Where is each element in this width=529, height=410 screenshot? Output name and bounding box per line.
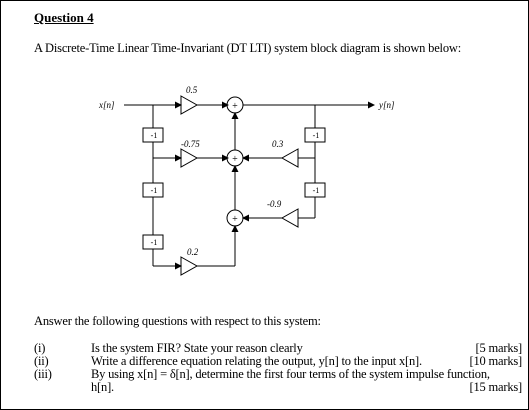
block-diagram: -1 -1 -1 -1 -1 + + + x[n] y[n] 0.5 -0.75… [98, 85, 395, 276]
gain-b3-label: 0.2 [187, 247, 199, 257]
answer-prompt: Answer the following questions with resp… [34, 314, 321, 328]
adder-top [226, 96, 244, 114]
delay-label: -1 [151, 186, 158, 195]
delay-label: -1 [151, 131, 158, 140]
adder-plus: + [232, 154, 238, 165]
gain-b1-triangle [180, 148, 199, 168]
delay-box-left-3 [142, 234, 164, 250]
question-item: (iii) By using x[n] = δ[n], determine th… [34, 368, 522, 381]
gain-b0-triangle [180, 95, 199, 115]
adder-plus: + [232, 101, 238, 112]
question-number: (iii) [34, 367, 52, 381]
delay-box-right-2 [304, 182, 326, 198]
question-item: (ii) Write a difference equation relatin… [34, 355, 522, 368]
gain-a2-label: -0.9 [267, 199, 282, 209]
adder-middle [226, 149, 244, 167]
question-item: (i) Is the system FIR? State your reason… [34, 342, 522, 355]
question-continuation: h[n]. [91, 380, 114, 394]
question-marks: [15 marks] [469, 380, 523, 394]
delay-box-left-1 [142, 127, 164, 143]
gain-b0-label: 0.5 [186, 85, 198, 95]
question-list: (i) Is the system FIR? State your reason… [34, 342, 522, 394]
adder-bottom [226, 209, 244, 227]
input-label: x[n] [98, 100, 115, 110]
question-text: By using x[n] = δ[n], determine the firs… [91, 367, 490, 381]
question-marks: [10 marks] [469, 354, 523, 368]
question-text: Write a difference equation relating the… [91, 354, 422, 368]
gain-a2-triangle [280, 208, 299, 228]
gain-b1-label: -0.75 [181, 139, 200, 149]
delay-label: -1 [151, 238, 158, 247]
adder-plus: + [232, 214, 238, 225]
question-text: Is the system FIR? State your reason cle… [91, 341, 303, 355]
delay-label: -1 [313, 131, 320, 140]
delay-label: -1 [313, 186, 320, 195]
intro-text: A Discrete-Time Linear Time-Invariant (D… [34, 41, 461, 55]
output-label: y[n] [378, 100, 395, 110]
delay-box-right-1 [304, 127, 326, 143]
gain-b3-triangle [180, 256, 199, 276]
question-marks: [5 marks] [475, 341, 523, 355]
question-number: (ii) [34, 354, 49, 368]
gain-a1-label: 0.3 [272, 139, 284, 149]
question-continuation-row: h[n]. [15 marks] [91, 381, 522, 394]
question-heading: Question 4 [34, 10, 94, 25]
delay-box-left-2 [142, 182, 164, 198]
question-number: (i) [34, 341, 46, 355]
gain-a1-triangle [280, 148, 299, 168]
